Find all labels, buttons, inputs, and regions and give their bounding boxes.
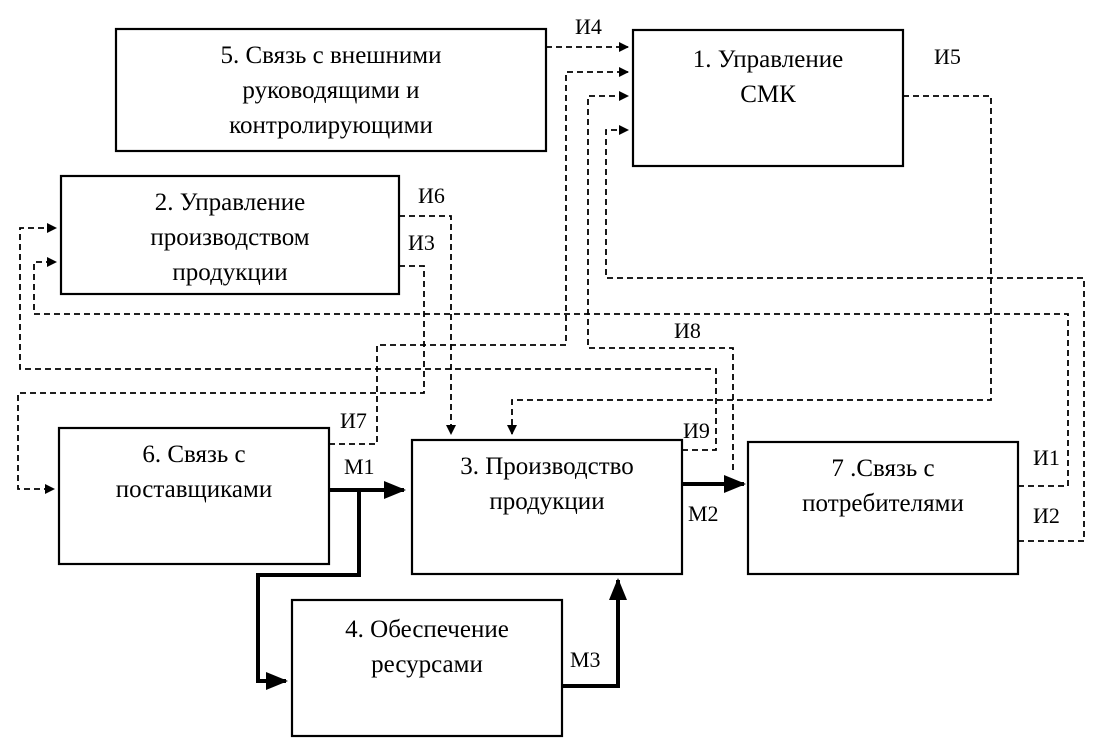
- flow-i5-arrow: [507, 95, 992, 435]
- flow-i9-arrow: [19, 223, 717, 451]
- box-1-line-2: СМК: [740, 81, 796, 108]
- box-5-line-3: контролирующими: [229, 112, 433, 139]
- label-m3: М3: [570, 647, 601, 672]
- label-m2: М2: [688, 501, 719, 526]
- box-6-supplier-communication: 6. Связь с поставщиками: [57, 426, 331, 566]
- label-m1: М1: [344, 454, 375, 479]
- box-3-line-2: продукции: [489, 488, 604, 515]
- box-6-line-1: 6. Связь с: [142, 441, 245, 468]
- label-i4: И4: [575, 14, 602, 39]
- box-2-line-2: производством: [150, 224, 309, 251]
- box-5-line-1: 5. Связь с внешними: [220, 42, 441, 69]
- box-2-production-management: 2. Управление производством продукции: [59, 174, 401, 296]
- box-7-customer-communication: 7 .Связь с потребителями: [746, 440, 1020, 576]
- box-2-line-3: продукции: [172, 259, 287, 286]
- label-i7: И7: [340, 408, 367, 433]
- box-6-line-2: поставщиками: [116, 476, 272, 503]
- flow-i1-arrow: [33, 257, 1069, 487]
- box-4-line-2: ресурсами: [371, 651, 483, 678]
- box-1-qms-management: 1. Управление СМК: [631, 28, 905, 168]
- box-2-line-1: 2. Управление: [155, 189, 305, 216]
- flow-m1-branch-arrow: [256, 490, 361, 690]
- box-3-line-1: 3. Производство: [460, 453, 634, 480]
- label-i3: И3: [408, 230, 435, 255]
- label-i6: И6: [418, 183, 445, 208]
- box-7-line-2: потребителями: [802, 490, 964, 517]
- box-1-line-1: 1. Управление: [693, 46, 843, 73]
- label-i8: И8: [674, 318, 701, 343]
- label-i5: И5: [934, 44, 961, 69]
- label-i9: И9: [683, 418, 710, 443]
- flow-i3-arrow: [17, 265, 425, 494]
- flow-i8-arrow: [587, 91, 734, 470]
- label-i1: И1: [1033, 445, 1060, 470]
- box-4-resource-provision: 4. Обеспечение ресурсами: [290, 598, 564, 738]
- flow-i6-arrow: [399, 215, 456, 435]
- box-5-line-2: руководящими и: [242, 77, 419, 104]
- flow-i2-arrow: [605, 125, 1085, 542]
- label-i2: И2: [1033, 503, 1060, 528]
- box-7-line-1: 7 .Связь с: [831, 455, 934, 482]
- box-5-external-communication: 5. Связь с внешними руководящими и контр…: [114, 27, 548, 153]
- box-4-line-1: 4. Обеспечение: [345, 616, 509, 643]
- flow-i7-arrow: [329, 67, 629, 445]
- flow-m3-arrow: [562, 578, 627, 688]
- box-3-production: 3. Производство продукции: [410, 438, 684, 576]
